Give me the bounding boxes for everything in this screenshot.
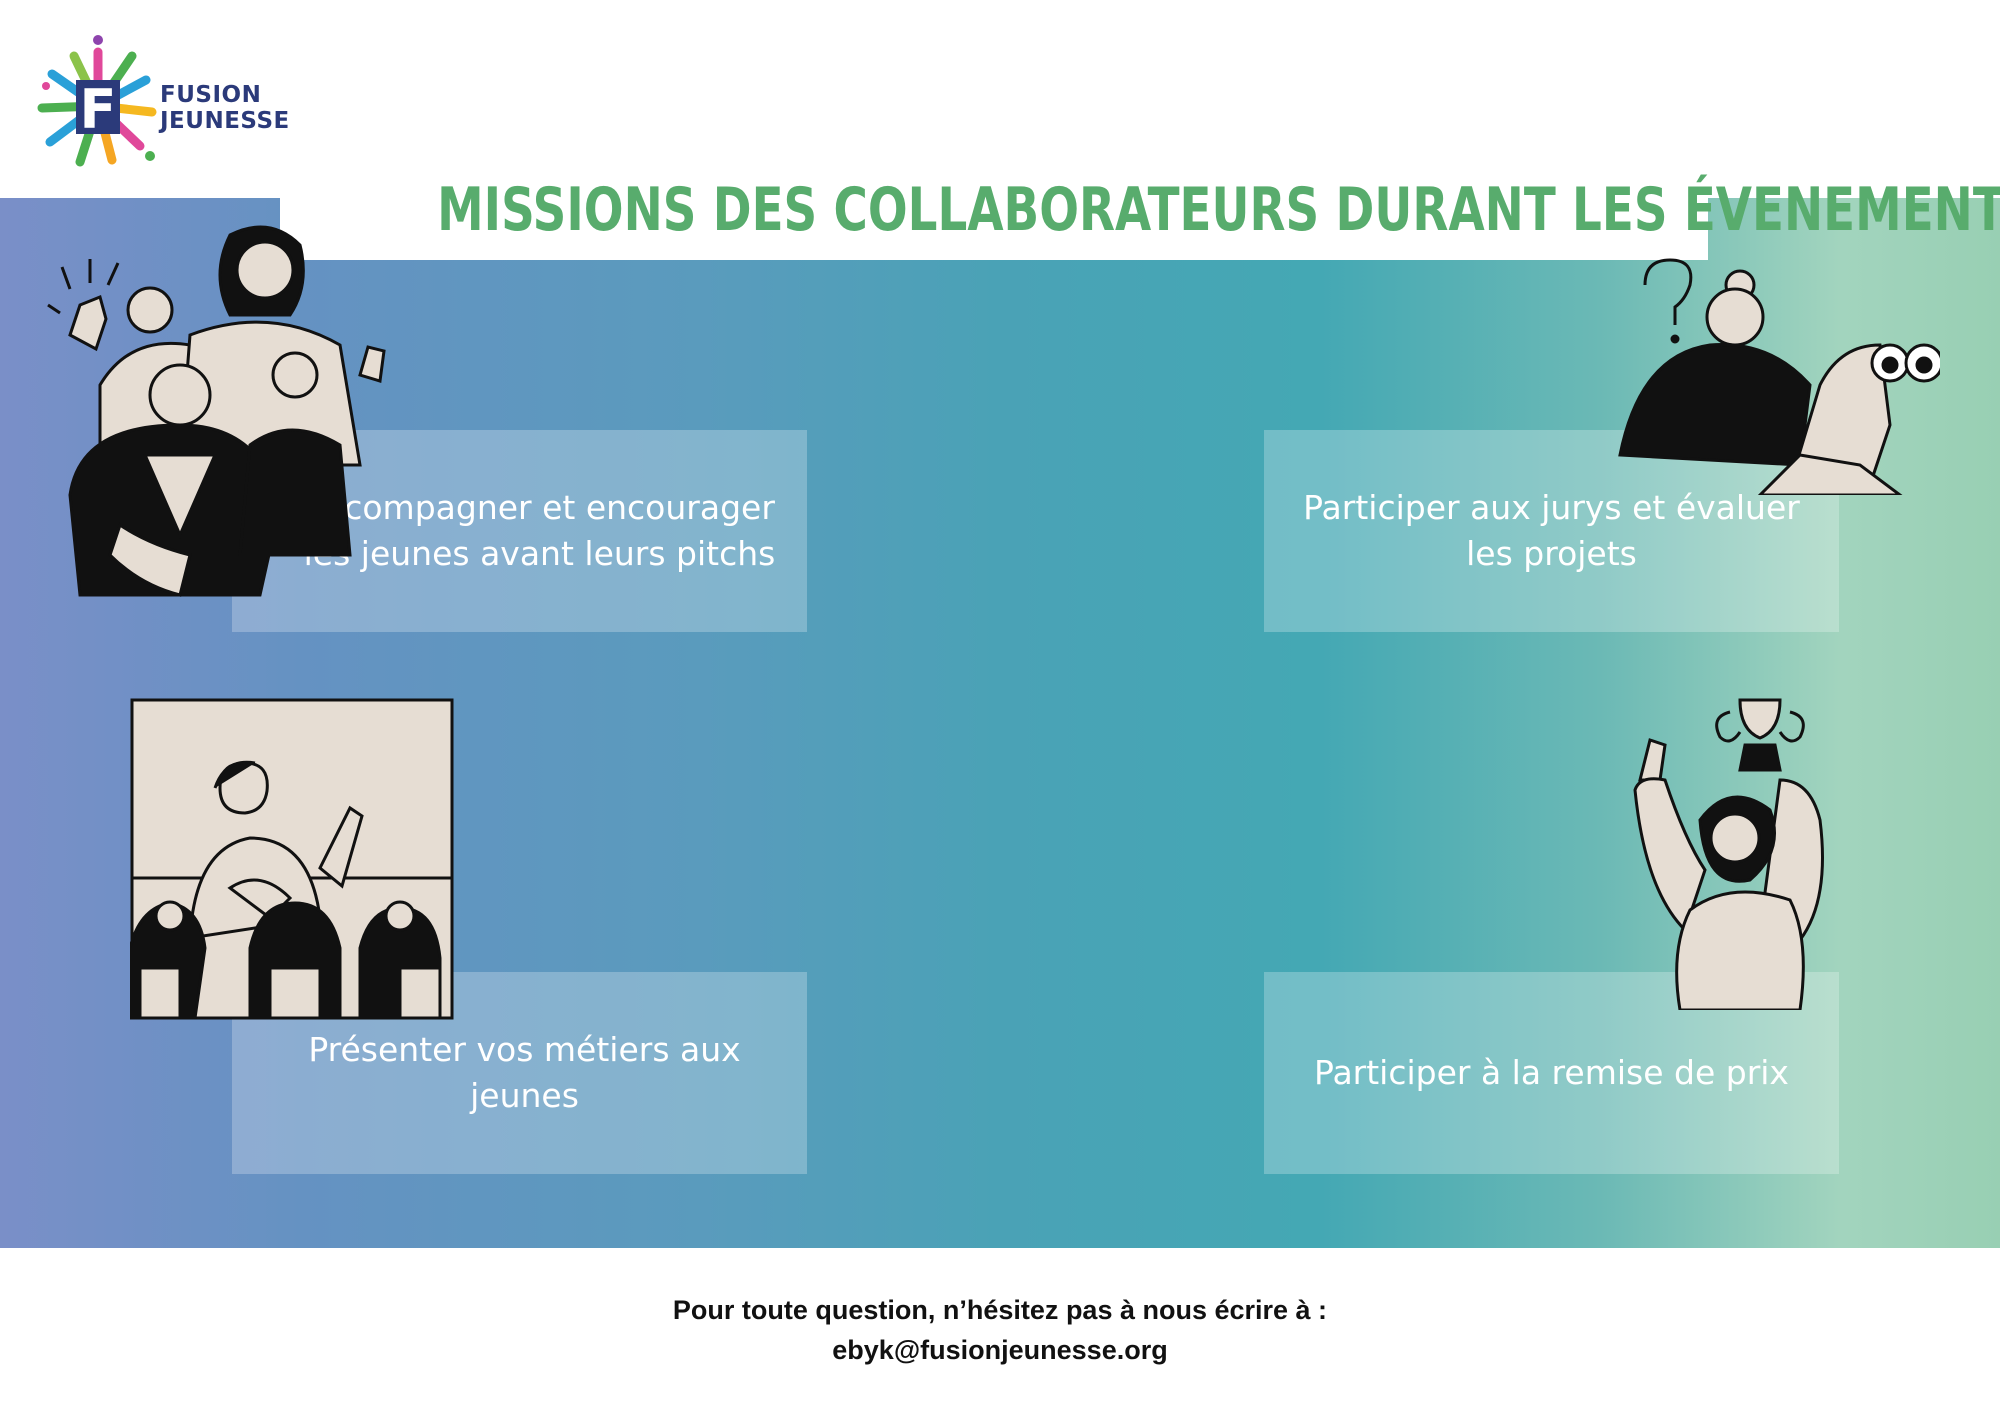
page-title: MISSIONS DES COLLABORATEURS DURANT LES É… — [437, 175, 2000, 245]
mission-card-present-jobs: Présenter vos métiers aux jeunes — [232, 972, 807, 1174]
mission-card-text: Participer à la remise de prix — [1314, 1053, 1789, 1092]
fusion-jeunesse-logo: F FUSION JEUNESSE — [36, 34, 289, 184]
logo-line-2: JEUNESSE — [160, 108, 290, 134]
contact-footer: Pour toute question, n’hésitez pas à nou… — [0, 1290, 2000, 1370]
trophy-winner-illustration — [1633, 698, 1824, 1010]
mission-card-jury: Participer aux jurys et évaluer les proj… — [1264, 430, 1839, 632]
mission-card-text: Présenter vos métiers aux jeunes — [308, 1030, 741, 1115]
mission-card-text: Accompagner et encourager les jeunes ava… — [303, 488, 776, 573]
contact-email[interactable]: ebyk@fusionjeunesse.org — [832, 1335, 1168, 1365]
cheering-team-illustration — [47, 225, 386, 597]
contact-text: Pour toute question, n’hésitez pas à nou… — [672, 1295, 1328, 1325]
title-banner: MISSIONS DES COLLABORATEURS DURANT LES É… — [280, 160, 2000, 260]
mission-card-text: Participer aux jurys et évaluer les proj… — [1303, 488, 1800, 573]
logo-burst-icon: F — [37, 35, 157, 167]
binoculars-illustration — [1618, 258, 1940, 495]
presentation-illustration — [130, 698, 454, 1020]
logo-letter: F — [80, 78, 117, 141]
logo-line-1: FUSION — [160, 82, 262, 108]
logo-wordmark: FUSION JEUNESSE — [160, 82, 290, 134]
